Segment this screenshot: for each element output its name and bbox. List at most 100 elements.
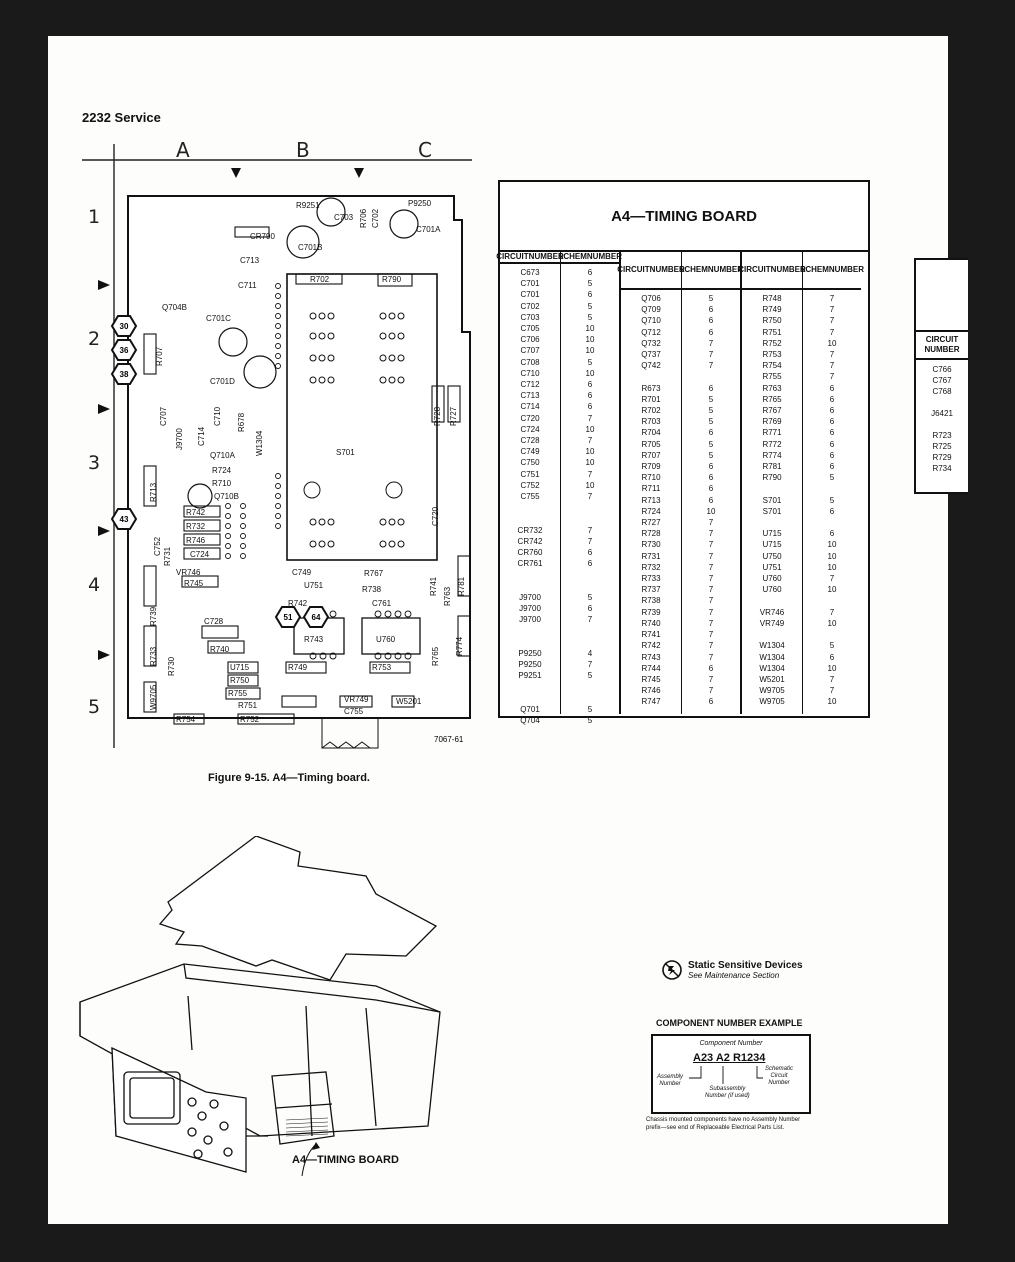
table-cell: C766 [932,365,952,374]
parts-table-title: A4—TIMING BOARD [500,182,868,252]
table-cell: 6 [829,428,835,438]
table-cell: C749 [520,447,540,457]
table-cell: R742 [641,641,661,651]
table-cell: 6 [587,548,593,558]
table-cell [561,693,619,704]
table-cell: 10 [827,551,837,561]
table-cell [561,637,619,648]
table-cell: 7 [829,316,835,326]
table-cell: Q737 [641,350,661,360]
table-cell: R763 [762,383,782,393]
table-cell: 6 [708,697,714,707]
table-cell: 10 [827,562,837,572]
board-component-label: C713 [240,256,260,265]
table-cell: R704 [641,428,661,438]
table-cell [561,581,619,592]
table-cell: 5 [587,704,593,714]
table-cell [682,371,740,382]
table-cell: W5201 [759,674,785,684]
table-cell: 6 [829,506,835,516]
board-component-label: C710 [213,406,222,426]
table-cell: R734 [932,464,952,473]
board-component-label: R746 [186,536,206,545]
board-component-label: R753 [372,663,392,672]
grid-row-1: 1 [88,206,101,228]
table-cell [803,595,861,606]
table-cell [500,693,560,704]
table-cell: R711 [641,484,661,494]
table-cell: VR746 [759,607,785,617]
board-component-label: Q704B [162,303,187,312]
table-cell: 6 [829,450,835,460]
table-cell: C713 [520,391,540,401]
table-cell [500,581,560,592]
board-component-label: VR749 [344,695,369,704]
board-component-label: R741 [429,576,438,596]
board-component-label: C714 [197,426,206,446]
table-cell: 7 [829,361,835,371]
board-component-label: R728 [433,406,442,426]
table-cell: 7 [587,436,593,446]
chassis-a4-label: A4—TIMING BOARD [292,1154,399,1166]
board-component-label: C749 [292,568,312,577]
table-cell: 10 [585,335,595,345]
table-cell: R745 [641,674,661,684]
table-cell: 6 [708,428,714,438]
table-cell: 6 [829,652,835,662]
table-cell [561,502,619,513]
board-component-label: R713 [149,482,158,502]
table-cell: R701 [641,394,661,404]
table-cell: 7 [708,618,714,628]
table-cell: U715 [762,529,782,539]
table-cell: W9705 [759,697,785,707]
table-cell: Q701 [520,704,540,714]
table-cell: C720 [520,413,540,423]
table-cell: 5 [587,301,593,311]
board-component-label: R745 [184,579,204,588]
table-cell: U750 [762,551,782,561]
svg-text:43: 43 [120,515,129,524]
table-cell: C703 [520,312,540,322]
table-cell: R751 [762,327,782,337]
table-cell: 7 [829,607,835,617]
board-component-label: C701B [298,243,322,252]
table-cell: 7 [708,361,714,371]
page-header: 2232 Service [82,110,161,125]
static-subtitle: See Maintenance Section [688,971,780,980]
svg-text:38: 38 [120,370,129,379]
table-cell: C705 [520,324,540,334]
table-cell: R743 [641,652,661,662]
table-cell: 7 [708,551,714,561]
board-component-label: R9251 [296,201,320,210]
board-component-label: R742 [186,508,206,517]
table-cell: 7 [587,413,593,423]
table-cell: 6 [829,394,835,404]
board-component-label: R702 [310,275,330,284]
table-cell: 7 [587,525,593,535]
table-cell: C751 [520,469,540,479]
table-cell: R737 [641,585,661,595]
table-cell: 7 [587,615,593,625]
table-cell: 5 [587,279,593,289]
board-component-label: W9705 [149,684,158,710]
table-cell: R781 [762,462,782,472]
table-cell [916,419,968,430]
table-cell: 7 [708,641,714,651]
table-cell: R710 [641,473,661,483]
board-component-label: W5201 [396,697,422,706]
board-component-label: R724 [212,466,232,475]
grid-col-a: A [176,138,190,162]
table-cell: 6 [829,417,835,427]
board-component-label: R733 [149,646,158,666]
table-cell [803,629,861,640]
table-cell: R723 [932,431,952,440]
table-cell: 6 [587,391,593,401]
component-number-label: Component Number [699,1040,763,1047]
table-cell: R750 [762,316,782,326]
table-cell: 6 [708,383,714,393]
table-cell: R673 [641,383,661,393]
